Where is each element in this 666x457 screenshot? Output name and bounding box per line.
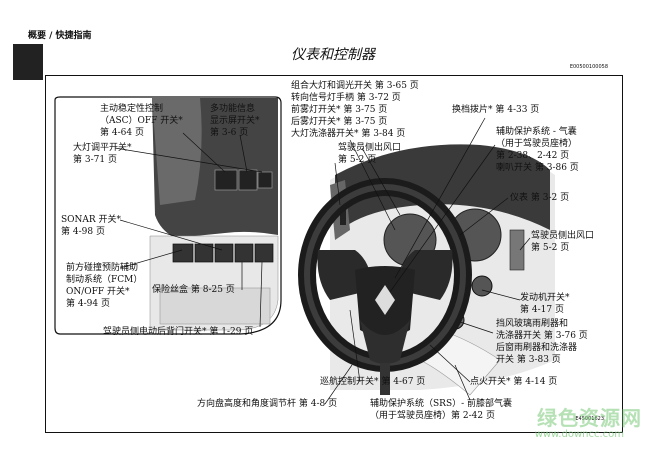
sonar-switch-label: SONAR 开关*第 4-98 页 <box>61 215 122 237</box>
fuse-box-label: 保险丝盒 第 8-25 页 <box>152 285 235 295</box>
leader-lines <box>114 117 531 405</box>
knee-airbag-label: 辅助保护系统（SRS）- 前膝部气囊（用于驾驶员座椅）第 2-42 页 <box>370 399 513 421</box>
steering-wheel <box>298 178 472 395</box>
wiper-switch-label: 挡风玻璃雨刷器和洗涤器开关 第 3-76 页后窗雨刷器和洗涤器开关 第 3-83… <box>496 319 588 365</box>
meter-label: 仪表 第 3-2 页 <box>510 193 570 203</box>
headlamp-leveling-switch-label: 大灯调平开关*第 3-71 页 <box>73 143 132 165</box>
cruise-control-switch-label: 巡航控制开关* 第 4-67 页 <box>320 377 426 387</box>
page-title: 仪表和控制器 <box>291 47 375 63</box>
dim-dial <box>257 171 273 189</box>
figure-frame <box>45 75 623 433</box>
engine-switch-label: 发动机开关*第 4-17 页 <box>520 293 570 315</box>
page-code: E00500100058 <box>569 64 608 70</box>
watermark-url: www.downcc.com <box>534 429 624 440</box>
asc-button <box>214 169 238 191</box>
watermark-logo: 绿色资源网 <box>537 406 642 430</box>
paddle-shift-label: 换档拨片* 第 4-33 页 <box>452 105 540 115</box>
fcm-switch-label: 前方碰撞预防辅助制动系统（FCM）ON/OFF 开关*第 4-94 页 <box>66 263 143 309</box>
driver-airbag-label: 辅助保护系统 - 气囊（用于驾驶员座椅）第 2-38、2-42 页喇叭开关 第 … <box>496 127 579 173</box>
sonar-button <box>214 243 234 263</box>
asc-switch-label: 主动稳定性控制（ASC）OFF 开关*第 4-64 页 <box>100 104 183 138</box>
fcm-button <box>172 243 194 263</box>
tailgate-button <box>254 243 274 263</box>
driver-vent-left-label: 驾驶员侧出风口第 5-2 页 <box>338 143 402 165</box>
light-switch-group-label: 组合大灯和调光开关 第 3-65 页转向信号灯手柄 第 3-72 页前雾灯开关*… <box>291 81 419 139</box>
figure-code: E45001623 <box>575 416 604 422</box>
multi-info-display-switch-label: 多功能信息显示屏开关*第 3-6 页 <box>210 104 260 138</box>
power-tailgate-switch-label: 驾驶员侧电动后背门开关* 第 1-29 页 <box>103 327 254 337</box>
ignition-switch-label: 点火开关* 第 4-14 页 <box>470 377 558 387</box>
driver-vent-right-label: 驾驶员侧出风口第 5-2 页 <box>531 231 595 253</box>
section-header: 概要 / 快捷指南 <box>28 31 92 41</box>
tilt-lever-label: 方向盘高度和角度调节杆 第 4-8 页 <box>197 399 338 409</box>
chapter-tab <box>13 44 43 80</box>
mid-button <box>238 169 258 191</box>
